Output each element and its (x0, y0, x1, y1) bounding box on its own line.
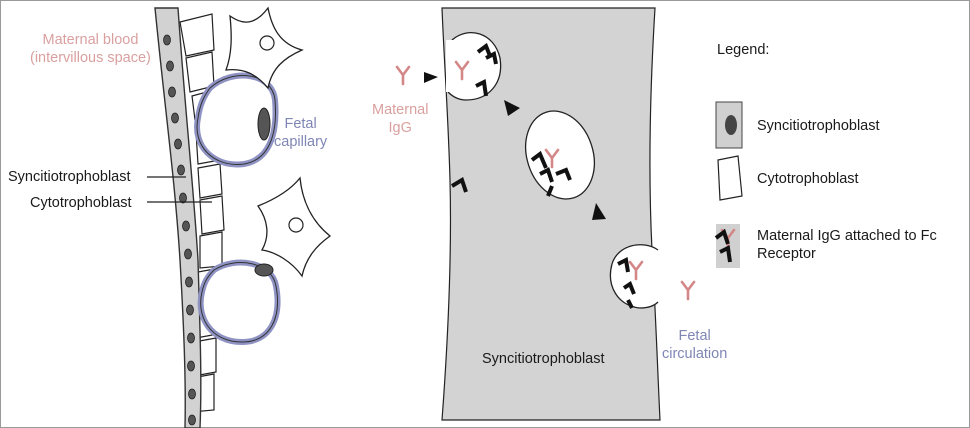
syncytiotrophoblast-icon (715, 101, 743, 149)
fetal-capillary-label: Fetal capillary (274, 116, 328, 150)
stromal-cell-lower (256, 176, 332, 278)
syncytiotrophoblast-sheet (441, 7, 661, 421)
fetal-capillary-lower (197, 259, 281, 346)
syncytiotrophoblast-sheet-label: Syncitiotrophoblast (482, 351, 605, 367)
transcytosis-vesicle (525, 110, 595, 200)
fetal-circulation-label: Fetal circulation (662, 328, 728, 362)
cytotrophoblast-icon (717, 155, 743, 201)
cytotrophoblast-label: Cytotrophoblast (30, 195, 132, 211)
fetal-igg-free (680, 280, 696, 301)
legend-item-cytotrophoblast: Cytotrophoblast (757, 171, 859, 187)
maternal-blood-label: Maternal blood (intervillous space) (30, 32, 151, 66)
legend-item-syncytiotrophoblast: Syncitiotrophoblast (757, 118, 880, 134)
legend-title: Legend: (717, 42, 770, 58)
fetal-capillary-upper (194, 72, 279, 168)
syncytiotrophoblast-nuclei (163, 34, 196, 426)
syncytiotrophoblast-label: Syncitiotrophoblast (8, 169, 131, 185)
legend-item-igg-fc-receptor: Maternal IgG attached to Fc Receptor (757, 228, 937, 262)
igg-fc-receptor-icon (714, 224, 740, 268)
stromal-cell-upper (225, 6, 304, 90)
maternal-igg-free (395, 65, 411, 86)
maternal-igg-label: Maternal IgG (372, 102, 429, 136)
entry-vesicle (446, 32, 502, 101)
